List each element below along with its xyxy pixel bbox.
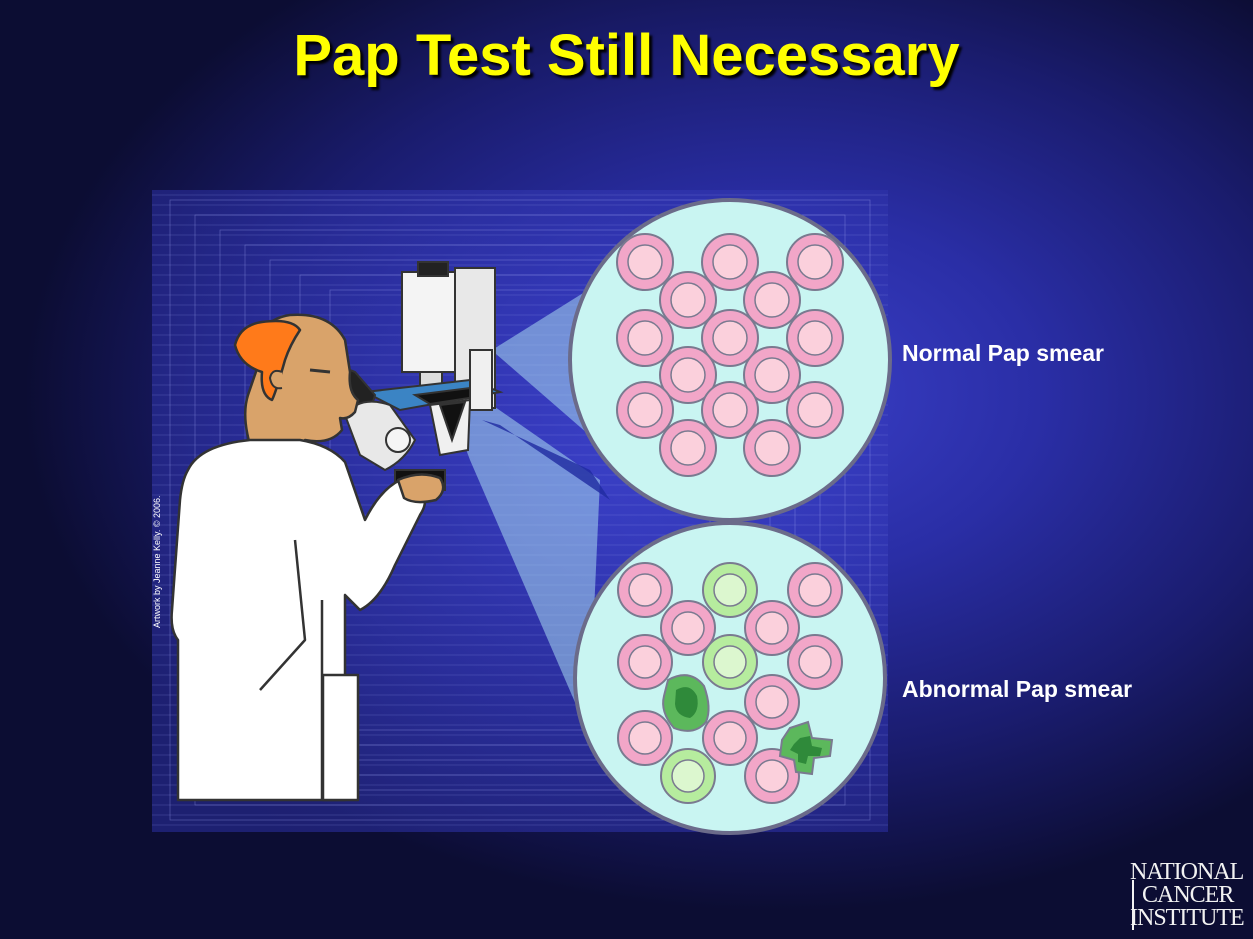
microscope bbox=[328, 261, 504, 491]
logo-line-3: INSTITUTE bbox=[1130, 905, 1245, 931]
nci-logo: NATIONAL CANCER INSTITUTE bbox=[1130, 860, 1253, 936]
abnormal-cells bbox=[617, 562, 843, 804]
artwork-credit: Artwork by Jeanne Kelly. © 2006. bbox=[152, 495, 162, 628]
normal-smear-circle bbox=[568, 198, 892, 522]
abnormal-smear-circle bbox=[573, 521, 887, 835]
scientist bbox=[170, 313, 445, 802]
logo-line-2: CANCER bbox=[1142, 882, 1234, 908]
logo-line-1: NATIONAL bbox=[1130, 859, 1244, 885]
normal-smear-label: Normal Pap smear bbox=[902, 340, 1104, 366]
slide-title: Pap Test Still Necessary bbox=[293, 23, 960, 88]
logo-bar bbox=[1132, 880, 1134, 930]
abnormal-smear-label: Abnormal Pap smear bbox=[902, 676, 1133, 702]
normal-cells bbox=[616, 233, 844, 477]
